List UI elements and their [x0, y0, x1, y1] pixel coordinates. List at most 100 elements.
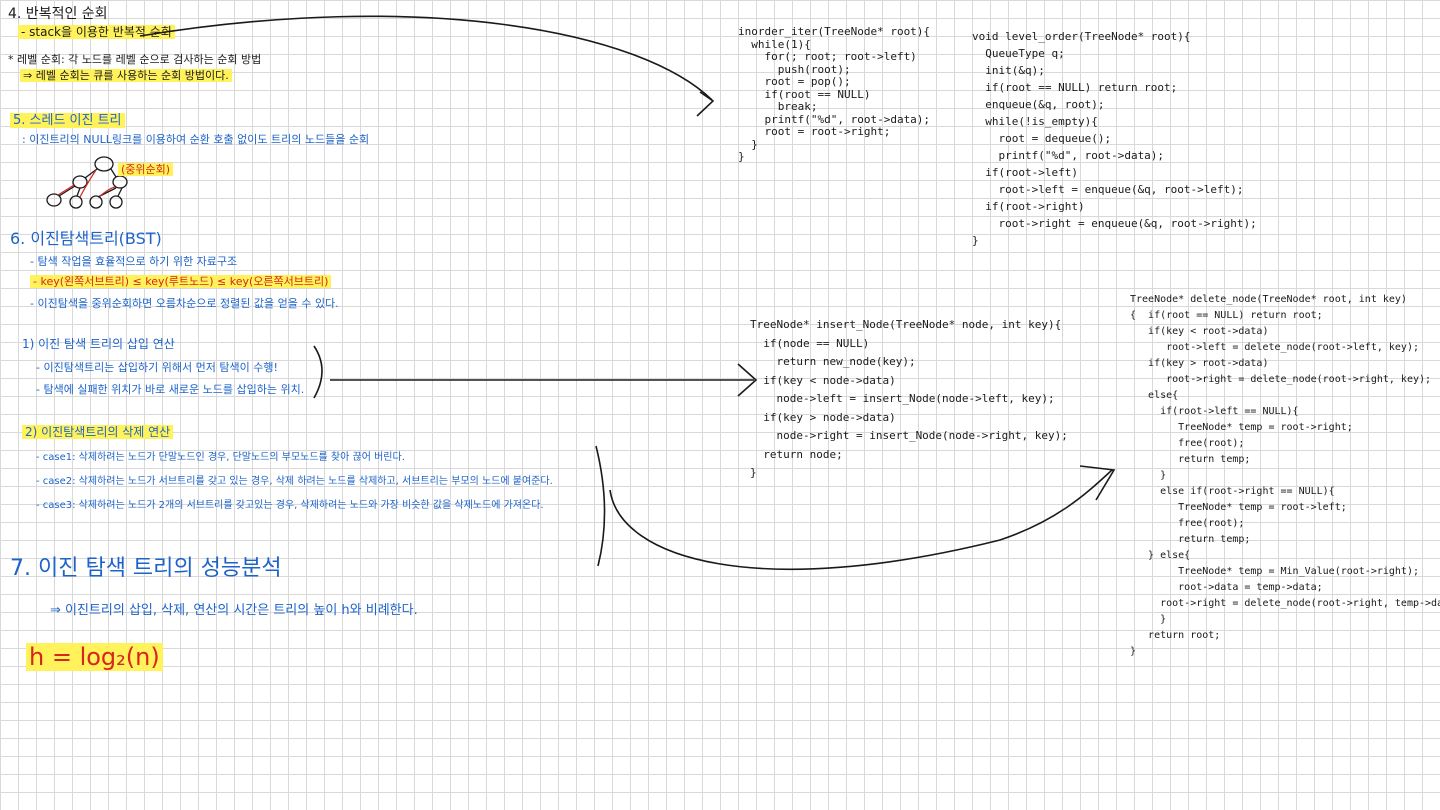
code-line: root = pop(); [738, 75, 851, 88]
code-inorder-iter: inorder_iter(TreeNode* root){ while(1){ … [738, 25, 931, 164]
thread-arrow-1 [57, 184, 75, 196]
code-line: else{ [1130, 390, 1179, 401]
thread-arrow-3 [99, 186, 116, 197]
case3-line: - case3: 삭제하려는 노드가 2개의 서브트리를 갖고있는 경우, 삭제… [36, 500, 544, 511]
code-line: if(key < root->data) [1130, 326, 1269, 337]
code-line: return root; [1130, 630, 1221, 641]
code-line: } [1130, 614, 1167, 625]
code-line: if(key > root->data) [1130, 358, 1269, 369]
code-line: if(root == NULL) [738, 87, 871, 101]
section6-line2: - key(왼쪽서브트리) ≤ key(루트노드) ≤ key(오른쪽서브트리) [30, 275, 332, 289]
code-line: node->right = insert_Node(node->right, k… [750, 429, 1068, 442]
code-delete-node: TreeNode* delete_node(TreeNode* root, in… [1130, 292, 1440, 660]
section4-level-def: * 레벨 순회: 각 노드를 레벨 순으로 검사하는 순회 방법 [8, 53, 262, 66]
section4-title: 4. 반복적인 순회 [8, 6, 108, 22]
section5-description: : 이진트리의 NULL링크를 이용하여 순환 호출 없이도 트리의 노드들을 … [22, 133, 370, 146]
code-line: } else{ [1130, 550, 1191, 561]
tree-node-leaf-1 [46, 193, 62, 207]
code-line: inorder_iter(TreeNode* root){ [738, 25, 931, 38]
code-line: if(key > node->data) [750, 410, 896, 424]
subsection1-line1: - 이진탐색트리는 삽입하기 위해서 먼저 탐색이 수행! [36, 361, 278, 374]
code-line: return temp; [1130, 454, 1251, 465]
arrowhead-inorder [696, 91, 715, 117]
code-line: } [738, 150, 745, 163]
section6-line3: - 이진탐색을 중위순회하면 오름차순으로 정렬된 값을 얻을 수 있다. [30, 297, 339, 310]
code-lines: TreeNode* insert_Node(TreeNode* node, in… [750, 316, 1068, 483]
section6-line2-text: - key(왼쪽서브트리) ≤ key(루트노드) ≤ key(오른쪽서브트리) [30, 275, 332, 288]
brace-delete [595, 445, 606, 567]
section5-title-text: 5. 스레드 이진 트리 [10, 113, 125, 128]
section4-level-conclusion-text: ⇒ 레벨 순회는 큐를 사용하는 순회 방법이다. [20, 69, 232, 82]
arrowhead-insert [737, 363, 758, 397]
code-line: printf("%d", root->data); [738, 112, 931, 126]
code-line: void level_order(TreeNode* root){ [972, 30, 1191, 43]
code-line: } [1130, 646, 1137, 657]
code-line: if(root->left == NULL){ [1130, 406, 1299, 417]
code-line: while(1){ [738, 37, 811, 51]
arrowhead-delete [1079, 465, 1116, 501]
code-level-order: void level_order(TreeNode* root){ QueueT… [972, 28, 1257, 249]
code-insert-node: TreeNode* insert_Node(TreeNode* node, in… [750, 316, 1068, 483]
code-line: TreeNode* temp = root->left; [1130, 502, 1347, 513]
code-line: } [738, 137, 758, 151]
code-lines: inorder_iter(TreeNode* root){ while(1){ … [738, 25, 931, 164]
code-line: root->data = temp->data; [1130, 582, 1323, 593]
code-line: } [1130, 470, 1167, 481]
code-line: enqueue(&q, root); [972, 98, 1105, 111]
code-line: if(root->left) [972, 166, 1078, 179]
code-line: free(root); [1130, 438, 1245, 449]
thread-arrow-2 [79, 169, 97, 198]
code-line: node->left = insert_Node(node->left, key… [750, 392, 1055, 405]
code-line: root = dequeue(); [972, 132, 1112, 145]
code-line: printf("%d", root->data); [972, 149, 1165, 162]
code-line: root->right = delete_node(root->right, k… [1130, 374, 1432, 385]
tree-node-leaf-2 [69, 195, 83, 209]
code-line: return node; [750, 447, 843, 461]
code-line: free(root); [1130, 518, 1245, 529]
code-line: break; [738, 100, 818, 113]
code-line: else if(root->right == NULL){ [1130, 486, 1335, 497]
code-line: { if(root == NULL) return root; [1130, 310, 1323, 321]
inorder-note: (중위순회) [118, 163, 174, 177]
subsection2-title: 2) 이진탐색트리의 삭제 연산 [22, 425, 174, 440]
code-line: } [972, 234, 979, 247]
code-line: root = root->right; [738, 125, 891, 138]
case1-line: - case1: 삭제하려는 노드가 단말노드인 경우, 단말노드의 부모노드를… [36, 452, 405, 463]
code-line: while(!is_empty){ [972, 115, 1098, 128]
code-line: root->left = enqueue(&q, root->left); [972, 183, 1244, 196]
arrow-to-delete-code [609, 469, 1113, 570]
case2-line: - case2: 삭제하려는 노드가 서브트리를 갖고 있는 경우, 삭제 하려… [36, 476, 553, 487]
subsection2-title-text: 2) 이진탐색트리의 삭제 연산 [22, 425, 174, 439]
section7-line1: ⇒ 이진트리의 삽입, 삭제, 연산의 시간은 트리의 높이 h와 비례한다. [50, 603, 418, 618]
height-formula: h = log₂(n) [26, 643, 163, 672]
inorder-note-text: (중위순회) [118, 163, 174, 176]
section6-line1: - 탐색 작업을 효율적으로 하기 위한 자료구조 [30, 255, 238, 268]
code-line: if(node == NULL) [750, 336, 870, 350]
code-line: push(root); [738, 62, 851, 76]
code-line: if(key < node->data) [750, 373, 896, 387]
code-line: root->right = enqueue(&q, root->right); [972, 217, 1257, 230]
tree-node-right [112, 175, 128, 189]
code-line: return temp; [1130, 534, 1251, 545]
code-line: root->left = delete_node(root->left, key… [1130, 342, 1419, 353]
arrow-to-inorder-code [139, 15, 713, 101]
tree-node-leaf-3 [89, 195, 103, 209]
code-line: QueueType q; [972, 47, 1065, 60]
code-line: TreeNode* delete_node(TreeNode* root, in… [1130, 294, 1407, 305]
section4-level-conclusion: ⇒ 레벨 순회는 큐를 사용하는 순회 방법이다. [20, 69, 232, 83]
section4-stack-text: - stack을 이용한 반복적 순회 [18, 25, 175, 39]
code-line: if(root->right) [972, 200, 1085, 213]
section7-title: 7. 이진 탐색 트리의 성능분석 [10, 556, 282, 581]
height-formula-text: h = log₂(n) [26, 643, 163, 671]
subsection1-line2: - 탐색에 실패한 위치가 바로 새로운 노드를 삽입하는 위치. [36, 383, 305, 396]
code-line: for(; root; root->left) [738, 50, 917, 63]
subsection1-title: 1) 이진 탐색 트리의 삽입 연산 [22, 337, 175, 351]
code-line: init(&q); [972, 64, 1045, 77]
section6-title: 6. 이진탐색트리(BST) [10, 229, 162, 248]
tree-node-root [94, 156, 114, 172]
code-line: TreeNode* temp = root->right; [1130, 422, 1353, 433]
tree-node-leaf-4 [109, 195, 123, 209]
threaded-tree-sketch [46, 156, 128, 209]
brace-insert [313, 345, 323, 399]
